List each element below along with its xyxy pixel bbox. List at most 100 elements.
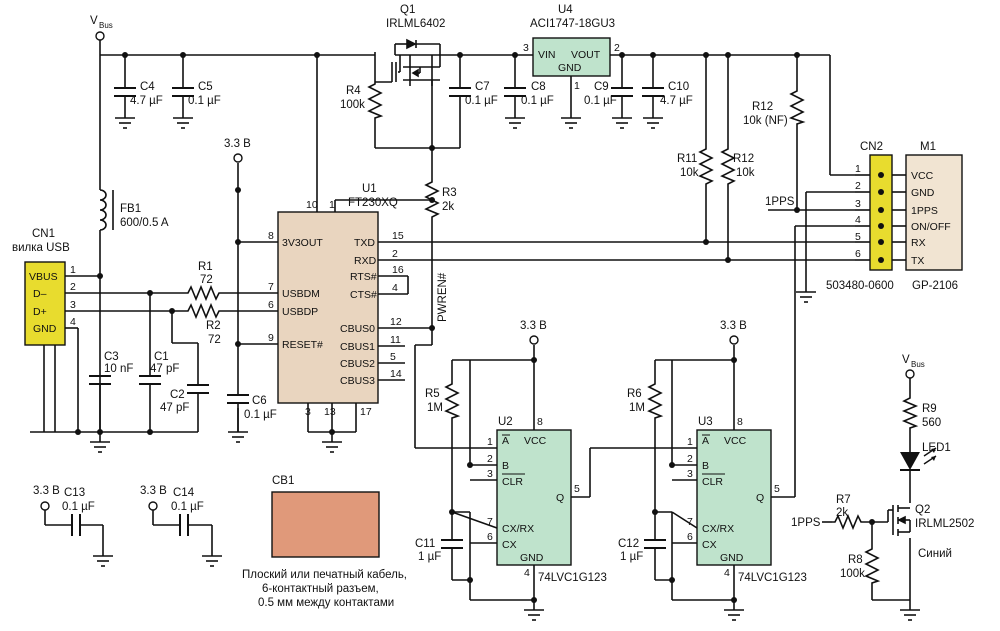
module-m1: M1 VCC GND 1PPS ON/OFF RX TX GP-2106 bbox=[905, 141, 963, 292]
u2-clr: CLR bbox=[502, 476, 523, 488]
cn1-n2: 2 bbox=[70, 281, 76, 293]
u3-a: A bbox=[702, 435, 709, 447]
u1-pin-cbus2: CBUS2 bbox=[340, 358, 375, 370]
u2-n2: 2 bbox=[487, 453, 493, 465]
ground-icon bbox=[173, 117, 193, 129]
u4-pin2: 2 bbox=[614, 42, 620, 54]
c12-ref: C12 bbox=[618, 538, 639, 550]
c13-ref: C13 bbox=[64, 487, 85, 499]
u2-n3: 3 bbox=[487, 468, 493, 480]
c4-ref: C4 bbox=[140, 81, 155, 93]
mosfet-q2 bbox=[887, 505, 911, 536]
c6-ref: C6 bbox=[252, 395, 267, 407]
ground-icon bbox=[900, 609, 920, 621]
ground-icon bbox=[643, 117, 663, 129]
capacitor-c2 bbox=[187, 384, 209, 394]
ground-icon bbox=[322, 441, 342, 453]
capacitor-c3 bbox=[89, 375, 111, 385]
cn1-n3: 3 bbox=[70, 299, 76, 311]
v33-terminal-u3 bbox=[729, 335, 739, 345]
u1-pin-reset-n: 9 bbox=[268, 332, 274, 344]
r7-ref: R7 bbox=[836, 494, 851, 506]
c11-ref: C11 bbox=[415, 538, 435, 550]
r11-ref: R11 bbox=[677, 153, 697, 165]
power-terminals: V Bus 3.3 В 3.3 В 3.3 В 3.3 В 3.3 В V Bu… bbox=[33, 15, 925, 511]
r3-ref: R3 bbox=[442, 187, 457, 199]
c8-ref: C8 bbox=[531, 81, 546, 93]
ground-icon bbox=[93, 555, 113, 567]
u2-ref: U2 bbox=[498, 416, 513, 428]
resistor-r7 bbox=[832, 513, 862, 531]
q2-part: IRLML2502 bbox=[915, 518, 974, 530]
cb1-desc1: Плоский или печатный кабель, bbox=[242, 569, 407, 581]
u2-a: A bbox=[502, 435, 509, 447]
pps-label-q2: 1PPS bbox=[791, 517, 821, 529]
u2-n6: 6 bbox=[487, 531, 493, 543]
u2-cxrx: CX/RX bbox=[502, 523, 534, 535]
pps-label-cn2: 1PPS bbox=[765, 196, 795, 208]
wires bbox=[30, 40, 911, 610]
u3-vcc: VCC bbox=[724, 435, 747, 447]
pwren-label: PWREN# bbox=[437, 272, 449, 322]
u2-n1: 1 bbox=[487, 436, 493, 448]
cn2-n6: 6 bbox=[855, 248, 861, 260]
ground-icon bbox=[612, 117, 632, 129]
u1-pin-cbus0: CBUS0 bbox=[340, 323, 375, 335]
u2-n4: 4 bbox=[524, 567, 530, 579]
v33-terminal-u2 bbox=[529, 335, 539, 345]
u1-pin-cts-n: 4 bbox=[392, 282, 398, 294]
c3-ref: C3 bbox=[104, 351, 119, 363]
m1-tx: TX bbox=[911, 255, 924, 267]
vbus-terminal-led bbox=[905, 369, 915, 379]
r1-val: 72 bbox=[200, 274, 213, 286]
c2-ref: C2 bbox=[170, 389, 185, 401]
ic-u1: U1 FT230XQ 10 1 8 3V3OUT 7 USBDM 6 USBDP… bbox=[268, 183, 405, 418]
c14-val: 0.1 µF bbox=[171, 501, 204, 513]
c7-val: 0.1 µF bbox=[465, 95, 498, 107]
r12-nf-ref: R12 bbox=[752, 101, 773, 113]
u1-part: FT230XQ bbox=[348, 197, 398, 209]
capacitor-c14 bbox=[179, 514, 189, 536]
u2-vcc: VCC bbox=[524, 435, 547, 447]
u3-n1: 1 bbox=[687, 436, 693, 448]
m1-ref: M1 bbox=[920, 141, 936, 153]
cable-cb1: CB1 Плоский или печатный кабель, 6-конта… bbox=[242, 475, 407, 609]
u3-n4: 4 bbox=[724, 567, 730, 579]
r12-nf-val: 10k (NF) bbox=[743, 115, 788, 127]
v33-terminal-c13 bbox=[40, 501, 50, 511]
u1-pin-rts: RTS# bbox=[350, 271, 377, 283]
resistor-r8 bbox=[864, 545, 881, 585]
resistor-r4 bbox=[367, 80, 384, 120]
c4-val: 4.7 µF bbox=[130, 95, 163, 107]
u3-b: B bbox=[702, 460, 709, 472]
ic-u3: U3 1 2 3 7 6 8 5 4 A B CLR VCC Q CX/RX C… bbox=[687, 416, 807, 584]
ground-icon bbox=[505, 117, 525, 129]
c3-val: 10 nF bbox=[104, 363, 133, 375]
cb1-desc3: 0.5 мм между контактами bbox=[258, 597, 394, 609]
u1-pin-usbdp: USBDP bbox=[282, 306, 318, 318]
cn2-part: 503480-0600 bbox=[826, 280, 894, 292]
cn1-gnd: GND bbox=[33, 323, 57, 335]
c9-val: 0.1 µF bbox=[584, 95, 617, 107]
u2-b: B bbox=[502, 460, 509, 472]
ground-icon bbox=[202, 555, 222, 567]
m1-gnd: GND bbox=[911, 187, 935, 199]
u3-n6: 6 bbox=[687, 531, 693, 543]
u1-pin-rxd-n: 2 bbox=[392, 248, 398, 260]
vbus-terminal bbox=[95, 31, 105, 41]
u3-n8: 8 bbox=[737, 416, 743, 428]
u3-n3: 3 bbox=[687, 468, 693, 480]
u1-pin-cbus3: CBUS3 bbox=[340, 375, 375, 387]
r4-ref: R4 bbox=[346, 85, 361, 97]
fb1-ref: FB1 bbox=[120, 203, 141, 215]
m1-part: GP-2106 bbox=[912, 280, 958, 292]
c12-val: 1 µF bbox=[620, 551, 643, 563]
ground-icon bbox=[90, 441, 110, 453]
q1-ref: Q1 bbox=[400, 4, 415, 16]
r8-val: 100k bbox=[840, 568, 865, 580]
u3-part: 74LVC1G123 bbox=[738, 572, 807, 584]
cn1-ref: CN1 bbox=[32, 228, 55, 240]
ground-icon bbox=[561, 117, 581, 129]
u1-ref: U1 bbox=[362, 183, 377, 195]
